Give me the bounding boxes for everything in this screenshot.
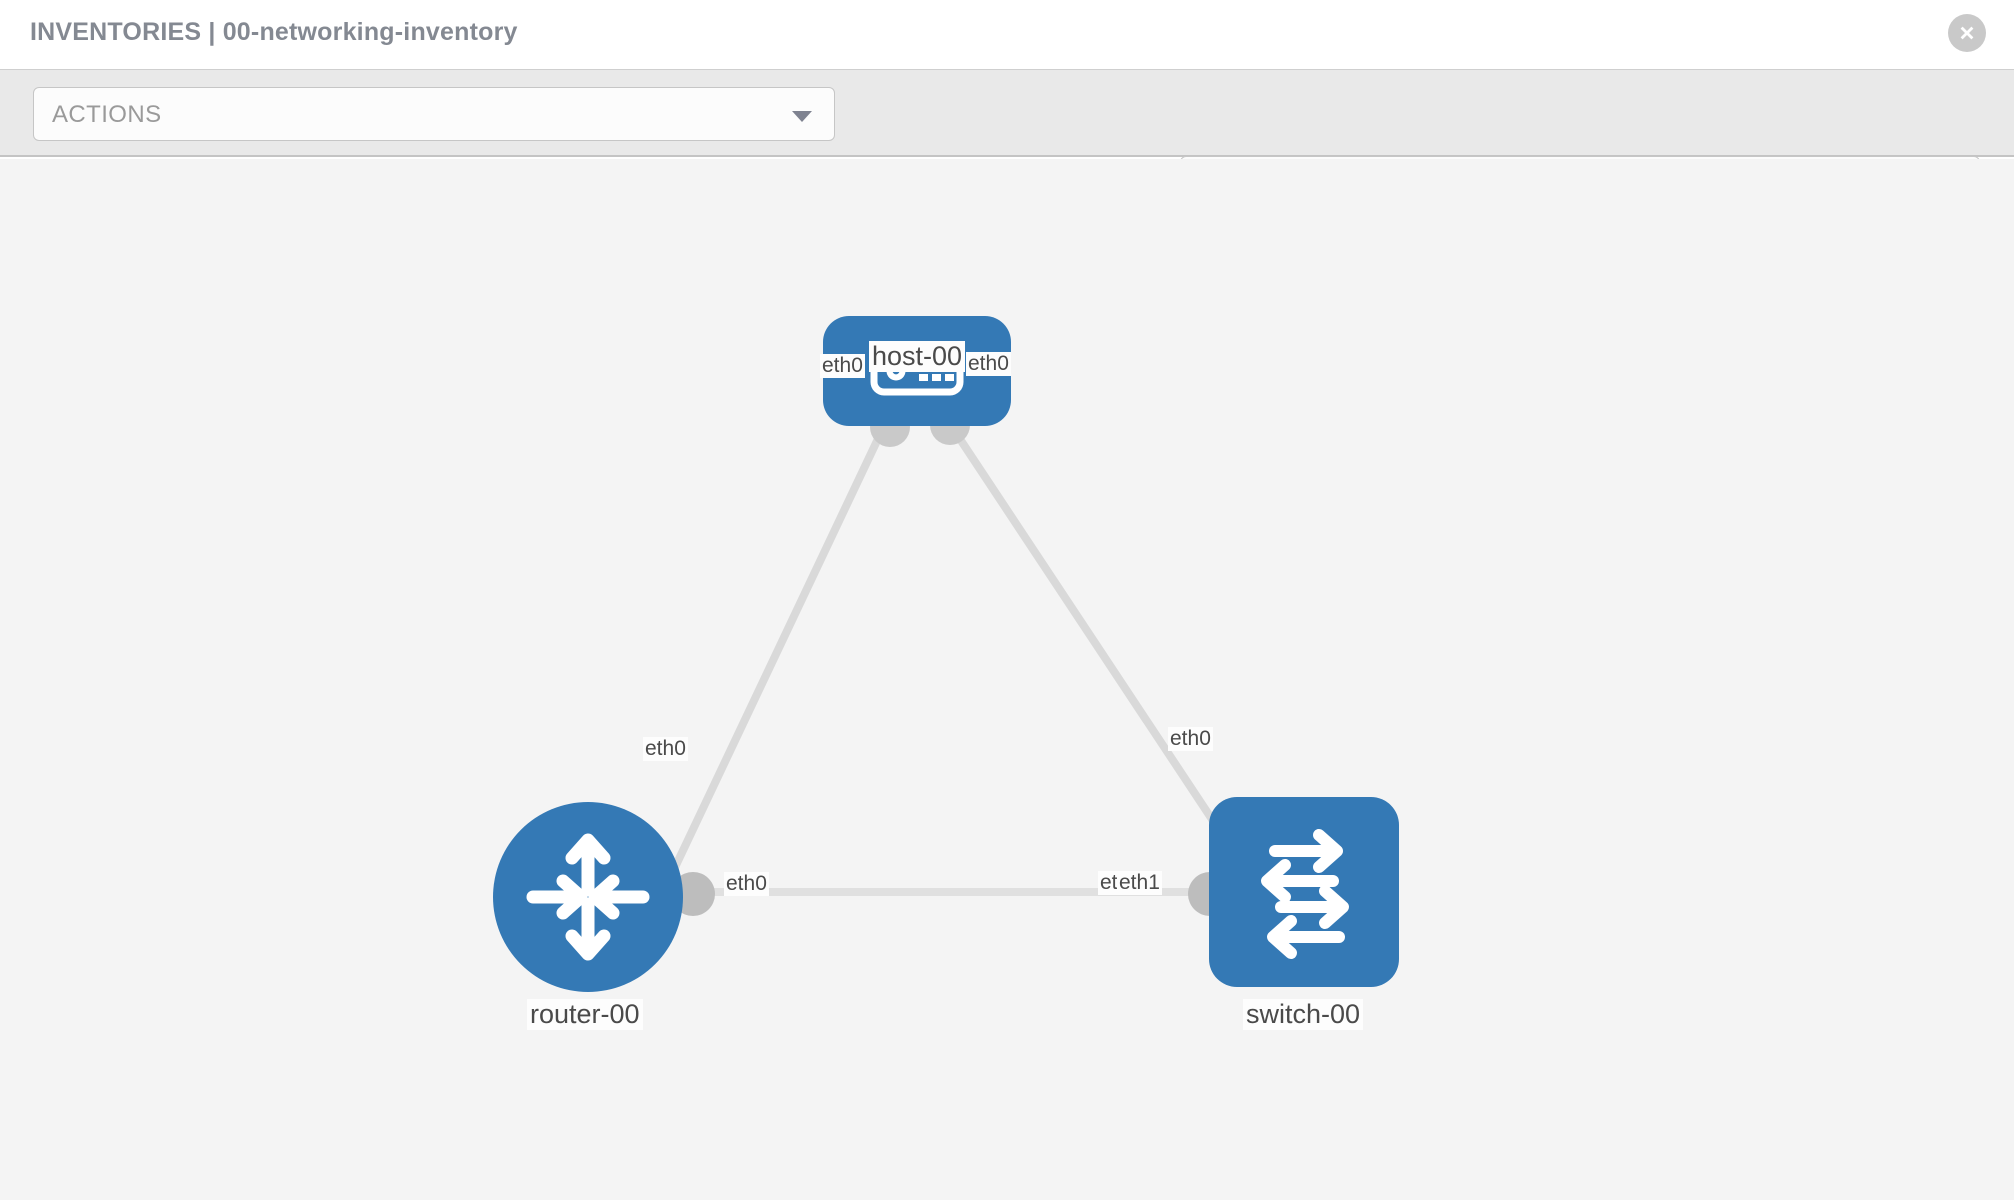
chevron-down-icon (792, 111, 812, 122)
window-header: INVENTORIES | 00-networking-inventory (0, 0, 2014, 69)
actions-dropdown[interactable]: ACTIONS (33, 87, 835, 141)
router-arrows-icon (526, 833, 650, 961)
toolbar: ACTIONS SEARCH (0, 69, 2014, 210)
close-button[interactable] (1948, 14, 1986, 52)
server-icon (870, 346, 964, 396)
actions-dropdown-label: ACTIONS (52, 101, 162, 128)
page-title: INVENTORIES | 00-networking-inventory (30, 18, 518, 46)
switch-arrows-icon (1261, 829, 1349, 959)
link-host-switch[interactable] (946, 421, 1239, 857)
link-host-router[interactable] (656, 422, 889, 901)
topology-canvas[interactable]: host-00 router-00 switch-00 eth0 eth0 et… (0, 159, 2014, 1200)
node-host-00[interactable] (823, 316, 1011, 426)
node-router-00[interactable] (493, 802, 683, 992)
node-switch-00[interactable] (1209, 797, 1399, 987)
